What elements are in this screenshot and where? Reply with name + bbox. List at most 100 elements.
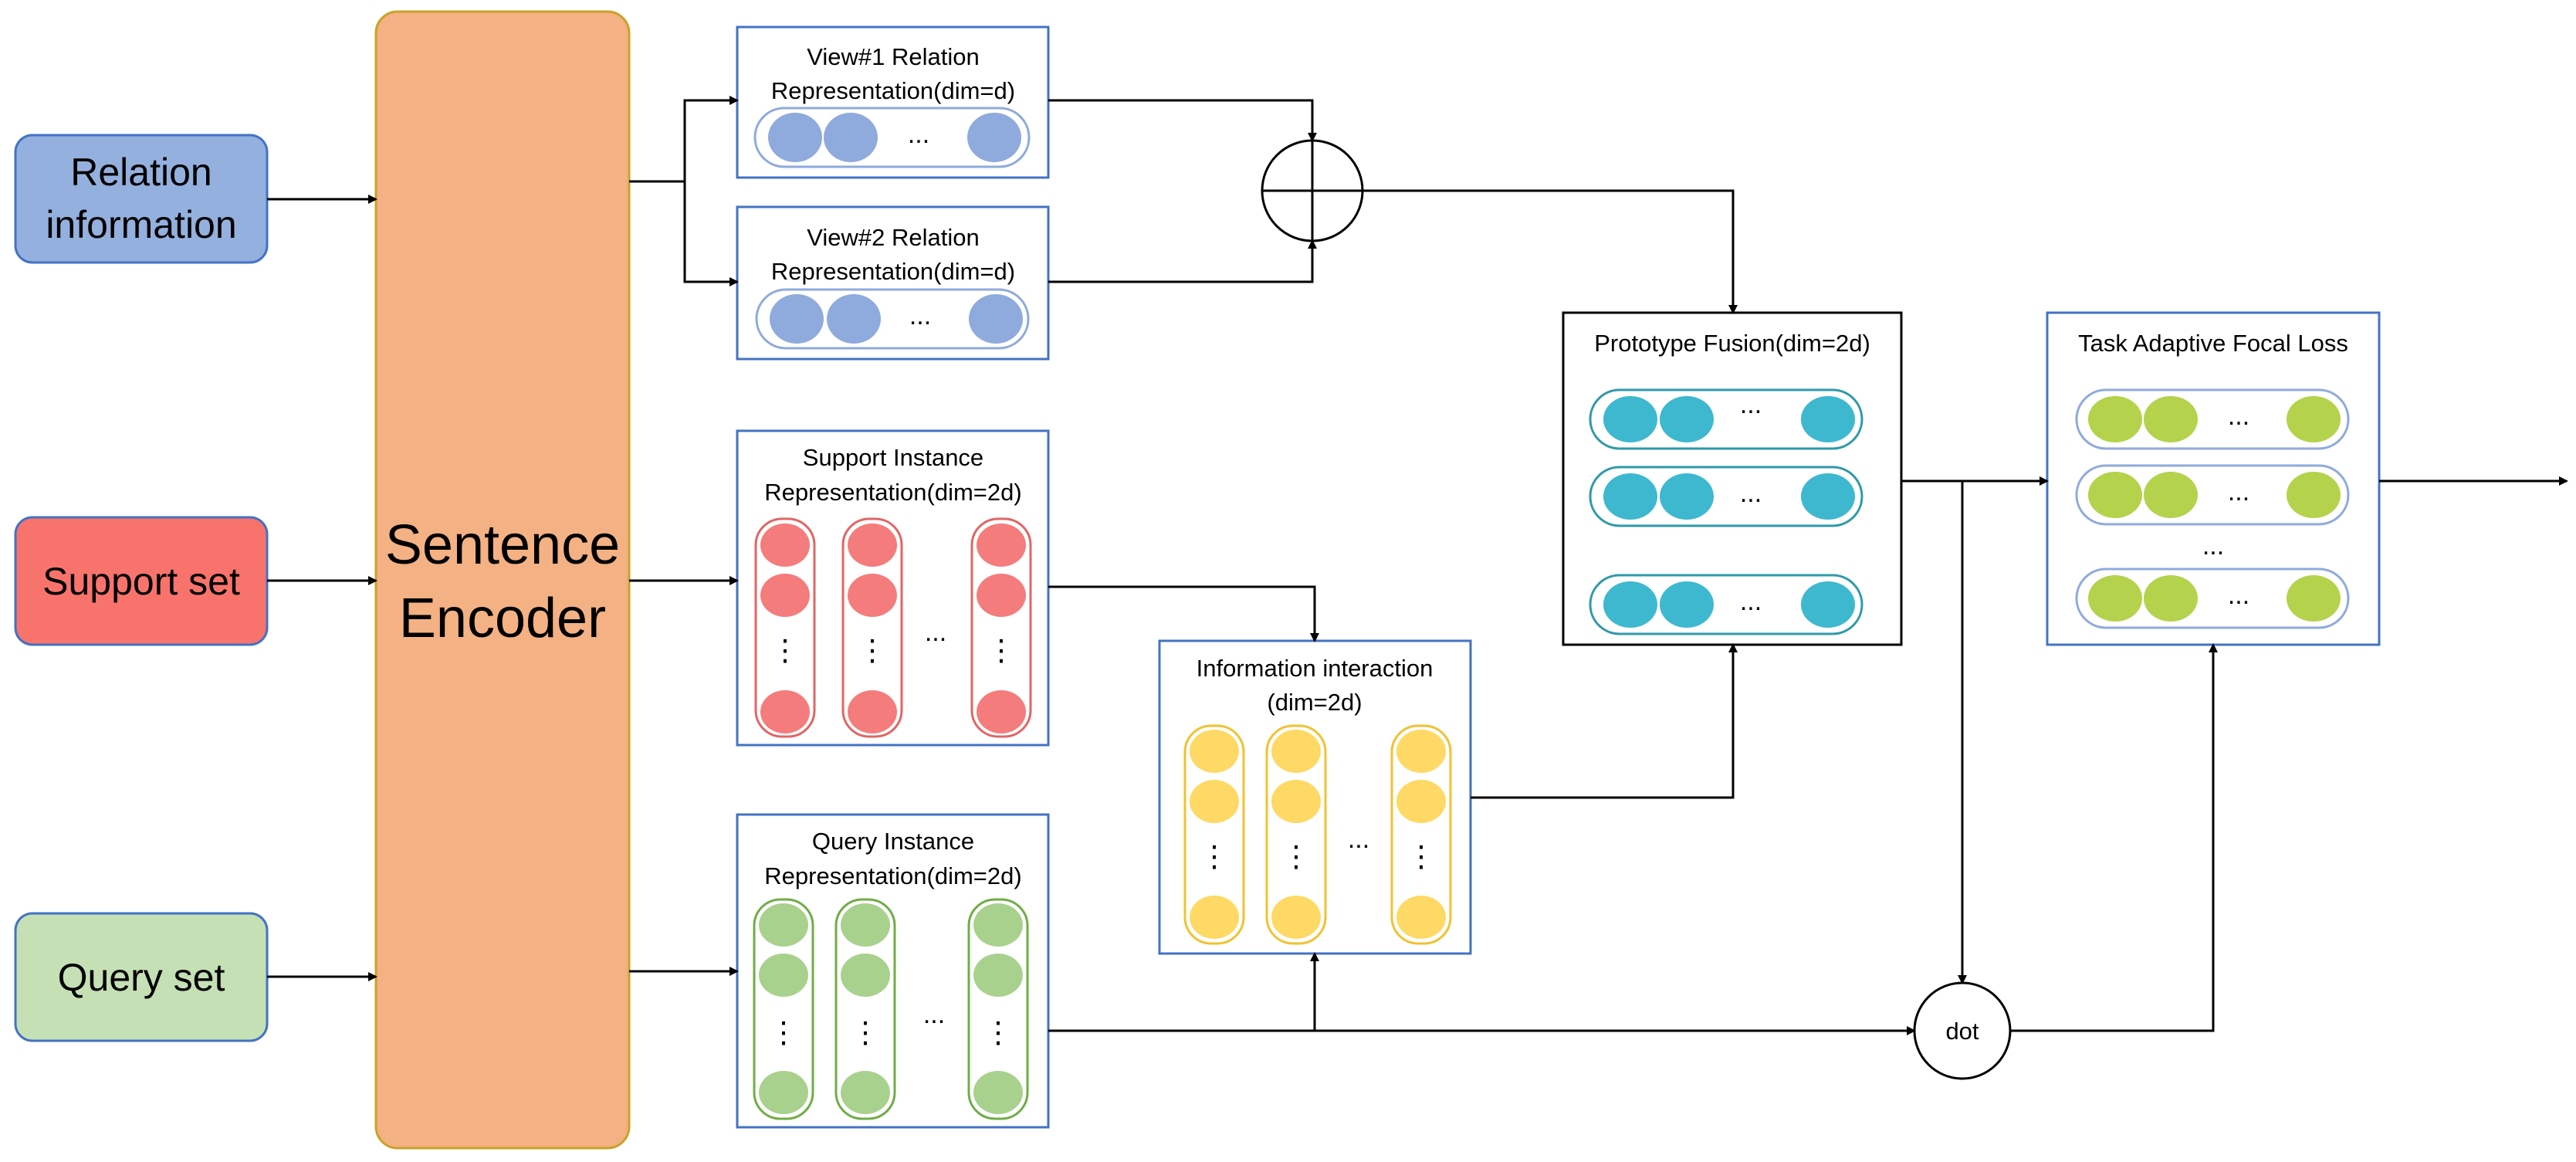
vector-cell (827, 294, 881, 344)
view2-vector-capsule (755, 288, 1030, 350)
vector-cell (841, 954, 890, 997)
vector-cell (973, 903, 1023, 947)
vector-cell (1801, 396, 1855, 442)
interaction-column: ⋮ (1183, 724, 1245, 945)
relation-information-line2: information (46, 203, 236, 246)
ellipsis: ... (923, 1000, 945, 1029)
vector-cell (2088, 472, 2142, 518)
relation-information-line1: Relation (70, 151, 212, 194)
vector-cell (973, 954, 1023, 997)
vector-cell (2287, 472, 2341, 518)
vector-cell (848, 574, 897, 617)
vector-cell (977, 523, 1026, 567)
arrow-support-to-interaction (1048, 585, 1319, 642)
query-column: ⋮ (753, 898, 814, 1120)
connectors (267, 96, 2568, 1035)
query-set-box: Query set (14, 912, 269, 1042)
arrow-view1-to-sum (1048, 99, 1317, 142)
ellipsis: ... (1740, 390, 1762, 419)
vector-cell (1660, 581, 1714, 628)
vector-cell (2144, 396, 2198, 442)
vector-cell (1603, 396, 1657, 442)
vector-cell (770, 294, 824, 344)
vector-cell (841, 903, 890, 947)
vector-cell (967, 113, 1021, 162)
arrow-dot-to-loss (2010, 643, 2218, 1032)
vector-cell (824, 113, 878, 162)
vector-cell (2088, 396, 2142, 442)
vertical-ellipsis: ⋮ (987, 635, 1016, 667)
ellipsis: ... (909, 301, 931, 330)
information-interaction-box: Information interaction (dim=2d) ⋮ ⋮ ...… (1158, 639, 1472, 955)
vector-cell (1660, 473, 1714, 520)
ellipsis: ... (2228, 401, 2249, 431)
vector-cell (2287, 396, 2341, 442)
fusion-row: ... (1589, 388, 1863, 450)
support-set-box: Support set (14, 516, 269, 646)
vertical-ellipsis: ⋮ (858, 635, 887, 667)
sum-operator-node (1261, 139, 1364, 242)
vertical-ellipsis: ⋮ (851, 1017, 880, 1049)
support-title-line2: Representation(dim=2d) (764, 479, 1021, 506)
ellipsis: ... (1740, 479, 1762, 508)
vector-cell (1271, 730, 1321, 773)
vector-cell (1396, 780, 1446, 823)
vertical-ellipsis: ⋮ (769, 1017, 798, 1049)
vector-cell (848, 523, 897, 567)
loss-row: ... (2075, 464, 2350, 526)
vector-cell (977, 574, 1026, 617)
query-title-line1: Query Instance (812, 828, 974, 855)
vector-cell (969, 294, 1023, 344)
interaction-column: ⋮ (1265, 724, 1327, 945)
vector-cell (2088, 575, 2142, 622)
view2-relation-box: View#2 Relation Representation(dim=d) ..… (736, 205, 1050, 361)
vector-cell (2144, 472, 2198, 518)
view1-relation-box: View#1 Relation Representation(dim=d) ..… (736, 25, 1050, 179)
vector-cell (1603, 473, 1657, 520)
loss-row: ... (2075, 388, 2350, 450)
vector-cell (759, 1071, 808, 1114)
fusion-row: ... (1589, 466, 1863, 527)
loss-row: ... (2075, 567, 2350, 629)
vector-cell (1396, 730, 1446, 773)
arrow-view2-to-sum (1048, 239, 1317, 283)
ellipsis: ... (2228, 477, 2249, 506)
view1-title-line2: Representation(dim=d) (771, 77, 1015, 104)
interaction-title-line1: Information interaction (1197, 655, 1434, 682)
vector-cell (759, 903, 808, 947)
vector-cell (1271, 780, 1321, 823)
vector-cell (1190, 896, 1239, 939)
vector-cell (977, 690, 1026, 733)
ellipsis: ... (2202, 531, 2224, 561)
vertical-ellipsis: ⋮ (1281, 841, 1311, 873)
vertical-ellipsis: ⋮ (1200, 841, 1229, 873)
support-instance-box: Support Instance Representation(dim=2d) … (736, 429, 1050, 747)
query-set-label: Query set (58, 956, 225, 999)
arrow-sum-to-fusion (1362, 189, 1738, 314)
relation-information-box: Relation information (14, 134, 269, 264)
focal-loss-box: Task Adaptive Focal Loss ... ... ... ... (2046, 311, 2381, 646)
vector-cell (973, 1071, 1023, 1114)
interaction-column: ⋮ (1390, 724, 1452, 945)
view1-vector-capsule (753, 107, 1031, 168)
vector-cell (760, 574, 810, 617)
sentence-encoder-line2: Encoder (399, 588, 606, 649)
arrow-interaction-to-fusion (1471, 643, 1738, 799)
sentence-encoder-line1: Sentence (385, 514, 620, 576)
vector-cell (1801, 581, 1855, 628)
view1-title-line1: View#1 Relation (807, 43, 979, 70)
vector-cell (2287, 575, 2341, 622)
ellipsis: ... (2228, 581, 2249, 610)
prototype-fusion-box: Prototype Fusion(dim=2d) ... ... ... (1562, 311, 1903, 646)
vector-cell (2144, 575, 2198, 622)
support-column: ⋮ (970, 517, 1032, 738)
ellipsis: ... (1740, 587, 1762, 616)
arrow-encoder-to-view1 (629, 96, 739, 183)
interaction-title-line2: (dim=2d) (1267, 689, 1362, 716)
vertical-ellipsis: ⋮ (1406, 841, 1436, 873)
ellipsis: ... (908, 120, 929, 149)
support-column: ⋮ (754, 517, 816, 738)
vector-cell (1271, 896, 1321, 939)
dot-label: dot (1945, 1018, 1979, 1045)
query-column: ⋮ (967, 898, 1029, 1120)
